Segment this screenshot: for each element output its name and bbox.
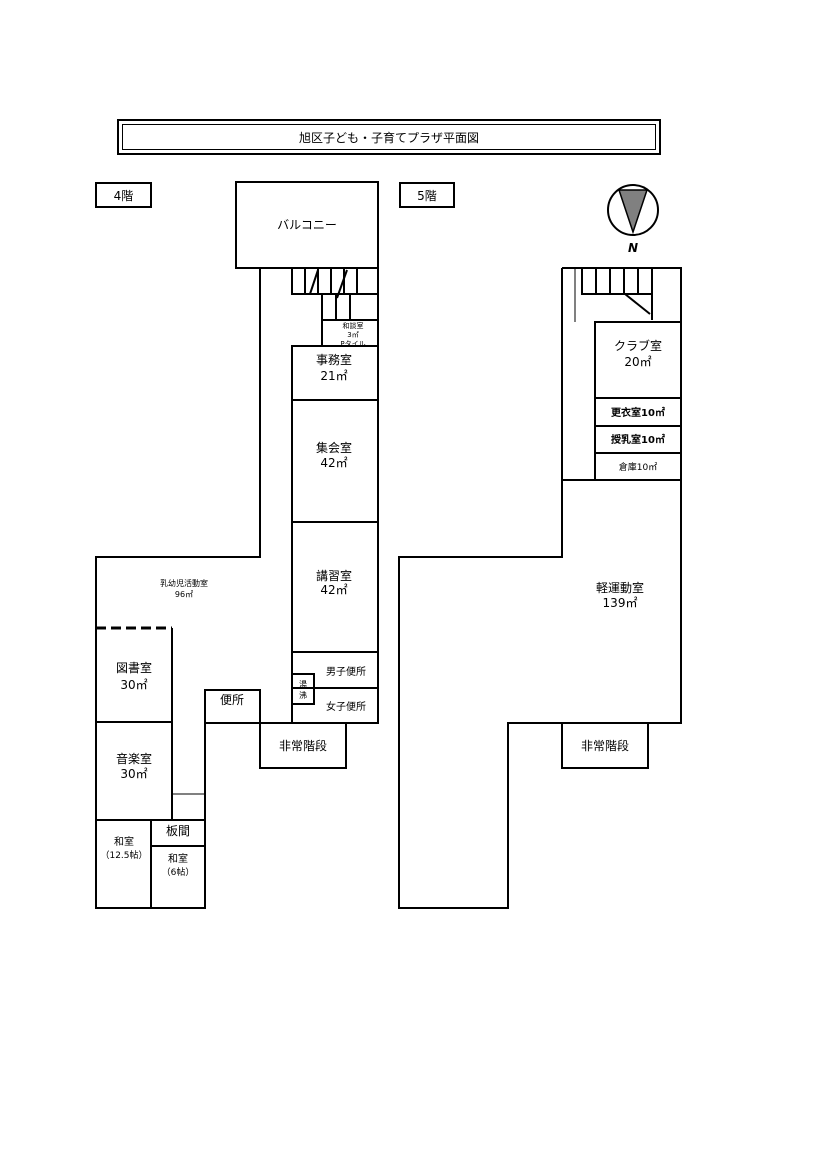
page-title: 旭区子ども・子育てプラザ平面図 — [122, 124, 656, 150]
room-office: 事務室 — [316, 352, 352, 367]
room-hall: 乳幼児活動室 — [160, 578, 208, 588]
title-frame: 旭区子ども・子育てプラザ平面図 — [117, 119, 661, 155]
room-emergency-4f: 非常階段 — [279, 738, 327, 753]
room-womens: 女子便所 — [326, 700, 366, 713]
room-changing: 更衣室10㎡ — [611, 406, 665, 419]
north-label: N — [628, 241, 638, 255]
room-balcony: バルコニー — [277, 218, 337, 232]
svg-text:20㎡: 20㎡ — [624, 355, 651, 369]
floor-label-5f: 5階 — [399, 182, 455, 208]
floor-4-walls — [95, 181, 379, 909]
room-toilet: 便所 — [220, 693, 244, 707]
room-lecture: 講習室 — [316, 568, 352, 583]
room-emergency-5f: 非常階段 — [581, 738, 629, 753]
room-nursing: 授乳室10㎡ — [611, 433, 665, 446]
svg-text:30㎡: 30㎡ — [120, 678, 147, 692]
svg-text:3㎡: 3㎡ — [347, 331, 358, 339]
room-wooden: 板間 — [166, 824, 190, 838]
room-meeting: 集会室 — [316, 440, 352, 455]
svg-text:Pタイル: Pタイル — [340, 339, 365, 348]
room-japanese-1: 和室 — [114, 835, 134, 848]
room-mens: 男子便所 — [326, 665, 366, 678]
floor-5-labels: クラブ室 20㎡ 更衣室10㎡ 授乳室10㎡ 倉庫10㎡ 軽運動室 139㎡ 非… — [581, 338, 665, 753]
svg-text:（6帖）: （6帖） — [162, 866, 195, 878]
svg-text:和談室: 和談室 — [343, 321, 364, 330]
room-storage: 倉庫10㎡ — [619, 461, 657, 473]
north-arrow-icon: N — [607, 184, 659, 255]
svg-text:96㎡: 96㎡ — [175, 590, 193, 599]
svg-text:42㎡: 42㎡ — [320, 583, 347, 597]
room-music: 音楽室 — [116, 751, 152, 766]
svg-text:139㎡: 139㎡ — [603, 596, 638, 610]
room-library: 図書室 — [116, 660, 152, 675]
svg-text:21㎡: 21㎡ — [320, 369, 347, 383]
room-club: クラブ室 — [614, 338, 662, 353]
svg-text:（12.5帖）: （12.5帖） — [100, 849, 147, 861]
svg-text:30㎡: 30㎡ — [120, 767, 147, 781]
floor-4-labels: バルコニー 和談室 3㎡ Pタイル 事務室 21㎡ 集会室 42㎡ 講習室 42… — [100, 218, 366, 878]
room-gym: 軽運動室 — [596, 580, 644, 595]
floor-5-walls — [398, 267, 682, 909]
svg-text:沸: 沸 — [299, 690, 307, 700]
svg-text:42㎡: 42㎡ — [320, 456, 347, 470]
svg-text:湯: 湯 — [299, 679, 307, 689]
room-japanese-2: 和室 — [168, 852, 188, 865]
floor-label-4f: 4階 — [95, 182, 152, 208]
